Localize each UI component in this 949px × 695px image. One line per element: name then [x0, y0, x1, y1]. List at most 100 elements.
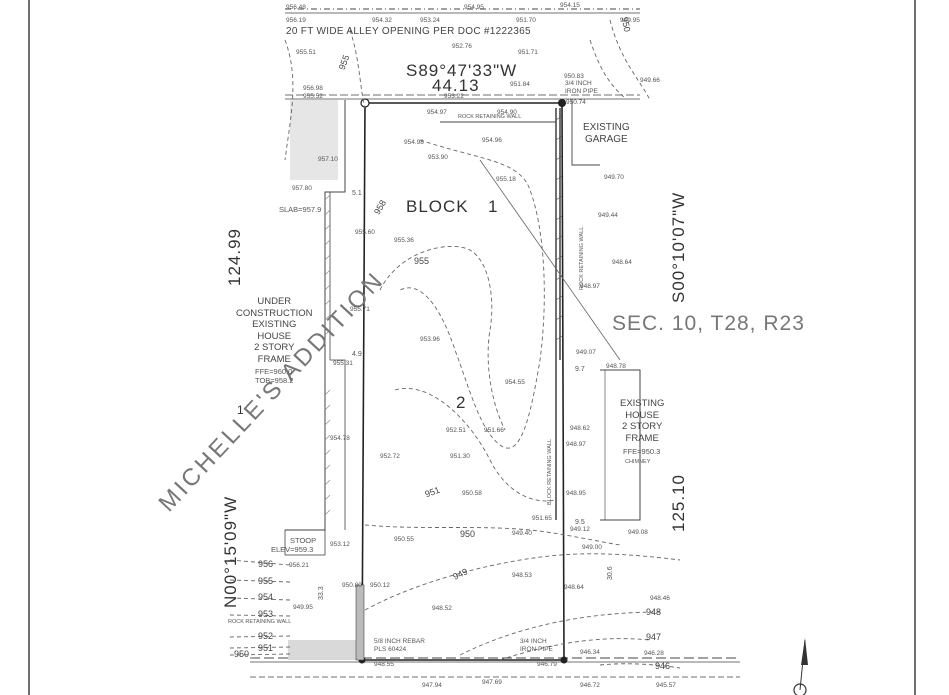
- right-house-line-2: HOUSE: [625, 409, 660, 421]
- left-paved-area: [290, 100, 338, 180]
- spot-elev: 947.69: [482, 679, 502, 686]
- rebar-label: 5/8 INCH REBAR PLS 60424: [374, 638, 425, 654]
- contour-956: 956: [258, 559, 274, 569]
- right-house-label: EXISTING HOUSE 2 STORY FRAME: [620, 398, 664, 444]
- iron-pipe-top-line-2: IRON PIPE: [565, 88, 598, 95]
- rock-wall-right-label: ROCK RETAINING WALL: [579, 226, 585, 290]
- spot-elev: 949.12: [570, 526, 590, 533]
- stoop-label: STOOP: [290, 536, 317, 545]
- spot-elev: 957.80: [292, 185, 312, 192]
- left-house-hatch: [324, 194, 331, 516]
- right-house-ffe: FFE=950.3: [623, 447, 661, 456]
- right-house-line-4: FRAME: [625, 432, 659, 444]
- spot-elev: 953.90: [428, 154, 448, 161]
- contour-955: 955: [414, 256, 430, 266]
- spot-elev: 955.36: [394, 237, 414, 244]
- right-house-outline: [600, 369, 641, 521]
- contour-954: 954: [258, 592, 274, 602]
- spot-elev: 946.72: [580, 682, 600, 689]
- spot-elev: 949.95: [293, 604, 313, 611]
- spot-elev: 948.64: [612, 259, 632, 266]
- slab-label: SLAB=957.9: [279, 205, 322, 214]
- spot-elev: 952.72: [380, 453, 400, 460]
- north-distance: 44.13: [432, 76, 480, 95]
- spot-elev: 955.51: [296, 49, 316, 56]
- spot-elev: 948.53: [512, 572, 532, 579]
- spot-elev: 949.40: [512, 530, 532, 537]
- contour-955-left: 955: [258, 576, 274, 586]
- rebar-line-2: PLS 60424: [374, 646, 407, 653]
- contour-948: 948: [646, 607, 662, 617]
- spot-elev: 946.79: [537, 661, 557, 668]
- dim-30-6: 30.6: [607, 566, 614, 580]
- spot-elev: 953.22: [444, 93, 464, 100]
- spot-elev: 951.71: [518, 49, 538, 56]
- block-wall-label: BLOCK RETAINING WALL: [547, 438, 553, 505]
- spot-elev: 951.70: [516, 17, 536, 24]
- spot-elev: 954.55: [505, 379, 525, 386]
- left-house-line-1: UNDER: [257, 296, 292, 307]
- spot-elev: 948.55: [374, 661, 394, 668]
- east-distance: 125.10: [669, 474, 688, 532]
- spot-elev: 948.62: [570, 425, 590, 432]
- spot-elev: 946.28: [644, 650, 664, 657]
- spot-elev: 949.00: [582, 544, 602, 551]
- spot-elev: 950.55: [394, 536, 414, 543]
- dim-33-3: 33.3: [318, 586, 325, 600]
- rock-wall-bottom-label: ROCK RETAINING WALL: [228, 619, 292, 625]
- spot-elev: 949.95: [620, 17, 640, 24]
- dim-5-1: 5.1: [352, 190, 362, 197]
- lot-number: 2: [456, 393, 467, 412]
- spot-elev: 950.74: [566, 99, 586, 106]
- left-house-line-5: 2 STORY: [254, 342, 295, 353]
- spot-elev: 948.52: [432, 605, 452, 612]
- spot-elev: 949.66: [640, 77, 660, 84]
- spot-elev: 956.21: [289, 562, 309, 569]
- spot-elev: 952.51: [446, 427, 466, 434]
- spot-elev: 949.44: [598, 212, 618, 219]
- spot-elev: 948.46: [650, 595, 670, 602]
- diagonal-utility-line: [479, 159, 621, 361]
- spot-elev: 948.97: [580, 283, 600, 290]
- spot-elev: 948.78: [606, 363, 626, 370]
- block-label: BLOCK: [406, 197, 469, 216]
- spot-elev: 951.65: [532, 515, 552, 522]
- iron-pipe-bottom: 3/4 INCH IRON PIPE: [520, 638, 553, 654]
- left-house-tob: TOB=958.2: [255, 376, 294, 385]
- spot-elev: 948.95: [566, 490, 586, 497]
- spot-elev: 951.30: [450, 453, 470, 460]
- iron-pipe-bottom-line-2: IRON PIPE: [520, 646, 553, 653]
- spot-elev: 954.15: [560, 2, 580, 9]
- spot-elev: 956.48: [286, 4, 306, 11]
- rebar-line-1: 5/8 INCH REBAR: [374, 638, 425, 645]
- dim-9-5: 9.5: [575, 519, 585, 526]
- spot-elev: 955.52: [303, 93, 323, 100]
- left-house-line-3: EXISTING: [252, 319, 297, 330]
- existing-garage-label: EXISTING GARAGE: [583, 122, 630, 146]
- iron-pipe-top-line-1: 3/4 INCH: [565, 80, 592, 87]
- spot-elev: 951.66: [484, 427, 504, 434]
- block-number: 1: [488, 197, 499, 216]
- spot-elev: 951.84: [510, 81, 530, 88]
- contour-953: 953: [258, 609, 274, 619]
- spot-elev: 953.96: [420, 336, 440, 343]
- bottom-paved-area: [288, 640, 360, 660]
- contour-950: 950: [460, 529, 476, 539]
- spot-elev: 955.71: [350, 306, 370, 313]
- contour-lines: [229, 19, 681, 669]
- spot-elev: 949.07: [576, 349, 596, 356]
- west-distance: 124.99: [225, 228, 244, 286]
- left-house-line-6: FRAME: [257, 353, 291, 365]
- spot-elev: 948.97: [566, 441, 586, 448]
- contour-947: 947: [646, 632, 662, 642]
- spot-elev: 950.58: [462, 490, 482, 497]
- left-house-line-4: HOUSE: [257, 330, 292, 342]
- spot-elev: 954.96: [482, 137, 502, 144]
- left-lot-number: 1: [237, 403, 245, 417]
- stoop-elev: ELEV=959.3: [271, 545, 314, 554]
- corner-monument-ne: [558, 99, 566, 107]
- corner-monument-nw: [360, 98, 370, 108]
- north-bearing: S89°47'33"W: [406, 61, 518, 80]
- spot-elev: 955.18: [496, 176, 516, 183]
- left-house-line-2: CONSTRUCTION: [236, 307, 313, 319]
